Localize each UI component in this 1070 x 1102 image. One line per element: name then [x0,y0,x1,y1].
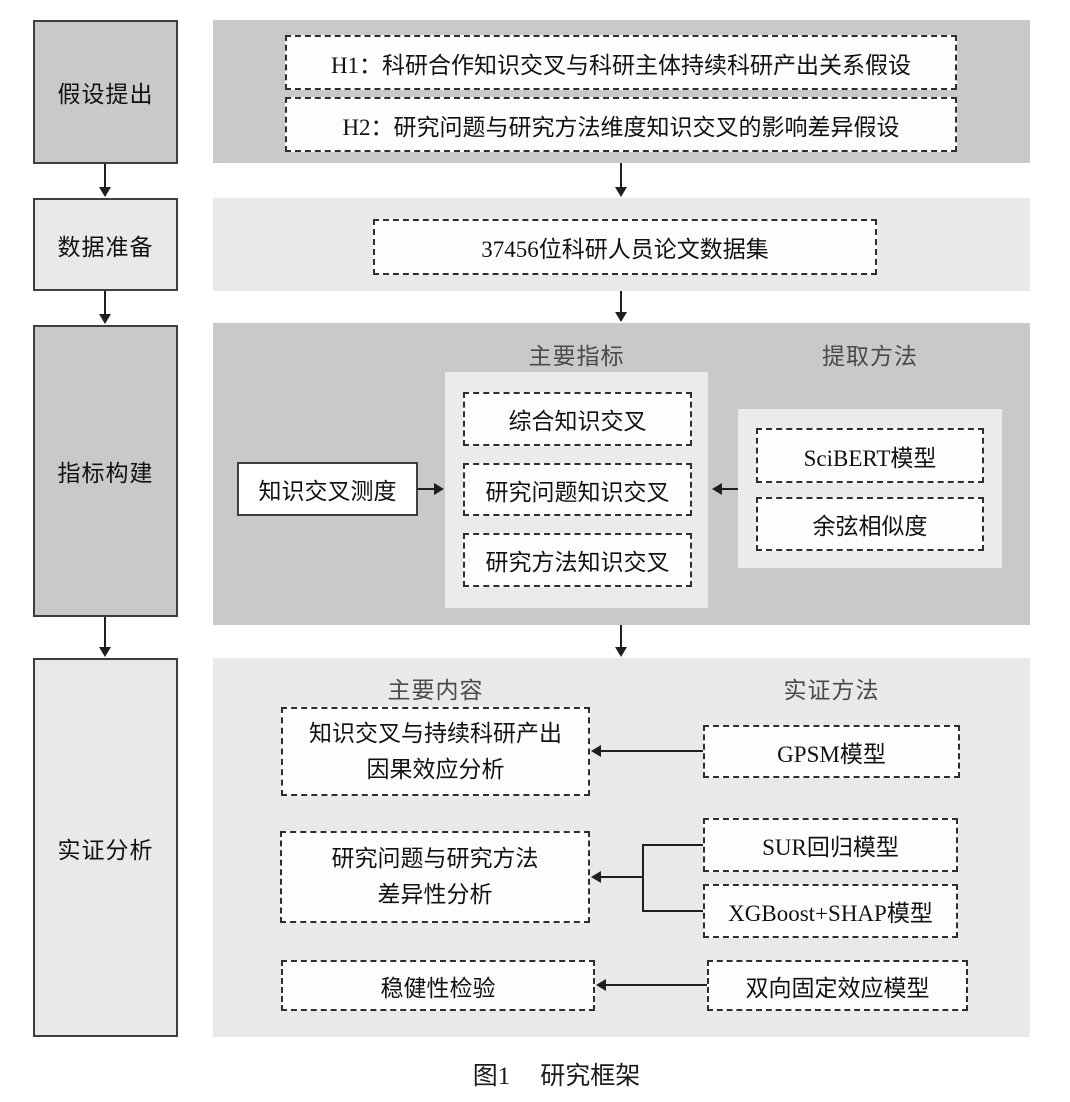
stage-label: 数据准备 [57,234,154,260]
figure-caption-prefix: 图1 [472,1063,511,1090]
down-arrow-line [620,163,622,187]
left-arrow-line [722,488,738,490]
empirical-panel-header-main: 主要内容 [387,678,484,703]
content-line: 差异性分析 [377,882,493,907]
hypothesis-h1-box: H1：科研合作知识交叉与科研主体持续科研产出关系假设 [285,35,957,90]
content-line: 因果效应分析 [366,756,505,782]
knowledge-cross-measure-box: 知识交叉测度 [237,462,418,516]
down-arrow-icon [99,647,111,657]
down-arrow-icon [99,187,111,197]
dataset-label: 37456位科研人员论文数据集 [481,237,769,262]
two-way-fixed-effects-box: 双向固定效应模型 [707,960,968,1011]
down-arrow-line [104,164,106,187]
indicator-panel-header-main: 主要指标 [528,344,625,369]
left-arrow-icon [596,979,606,991]
stage-indicator-construction: 指标构建 [33,325,178,617]
method-label: SUR回归模型 [762,835,899,860]
method-label: SciBERT模型 [803,445,937,471]
cosine-similarity-box: 余弦相似度 [756,497,984,551]
left-arrow-line [606,984,707,986]
indicator-box-method: 研究方法知识交叉 [463,533,692,587]
right-arrow-line [418,488,434,490]
left-arrow-icon [591,745,601,757]
indicator-label: 研究方法知识交叉 [485,550,670,575]
measure-label: 知识交叉测度 [258,479,397,504]
down-arrow-line [620,625,622,647]
down-arrow-line [104,617,106,647]
down-arrow-icon [99,314,111,324]
down-arrow-icon [615,187,627,197]
bracket-bottom-line [643,910,703,912]
down-arrow-icon [615,312,627,322]
indicator-box-question: 研究问题知识交叉 [463,463,692,516]
down-arrow-line [620,291,622,312]
left-arrow-line [601,876,642,878]
method-label: 双向固定效应模型 [745,975,930,1001]
indicator-label: 研究问题知识交叉 [485,479,670,505]
indicator-panel-header-method: 提取方法 [822,344,918,369]
content-line: 研究问题与研究方法 [331,846,539,872]
hypothesis-h1-label: H1：科研合作知识交叉与科研主体持续科研产出关系假设 [330,52,912,78]
left-arrow-icon [591,871,601,883]
stage-label: 假设提出 [57,82,154,107]
empirical-panel-header-method: 实证方法 [783,678,880,703]
stage-data-preparation: 数据准备 [33,198,178,291]
bracket-vertical-line [642,844,644,912]
content-line: 知识交叉与持续科研产出 [309,720,562,746]
scibert-box: SciBERT模型 [756,428,984,483]
content-box-robustness-test: 稳健性检验 [281,960,595,1011]
method-label: 余弦相似度 [812,514,928,539]
figure-caption: 图1 研究框架 [43,1056,1070,1092]
content-box-causal-effect: 知识交叉与持续科研产出 因果效应分析 [281,707,590,796]
content-box-difference-analysis: 研究问题与研究方法 差异性分析 [280,831,590,923]
down-arrow-icon [615,647,627,657]
sur-model-box: SUR回归模型 [703,818,958,872]
stage-label: 指标构建 [57,461,154,486]
method-label: GPSM模型 [777,741,886,767]
indicator-label: 综合知识交叉 [508,409,647,434]
stage-hypothesis: 假设提出 [33,20,178,164]
stage-empirical-analysis: 实证分析 [33,658,178,1037]
dataset-box: 37456位科研人员论文数据集 [373,219,877,275]
left-arrow-icon [712,483,722,495]
content-line: 稳健性检验 [380,975,496,1001]
indicator-box-overall: 综合知识交叉 [463,392,692,446]
xgboost-shap-model-box: XGBoost+SHAP模型 [703,884,958,938]
gpsm-model-box: GPSM模型 [703,725,960,778]
left-arrow-line [601,750,703,752]
method-label: XGBoost+SHAP模型 [728,901,933,926]
bracket-top-line [643,844,703,846]
hypothesis-h2-box: H2：研究问题与研究方法维度知识交叉的影响差异假设 [285,97,957,152]
figure-caption-title: 研究框架 [540,1063,641,1090]
right-arrow-icon [434,483,444,495]
hypothesis-h2-label: H2：研究问题与研究方法维度知识交叉的影响差异假设 [342,114,900,140]
stage-label: 实证分析 [57,837,154,863]
down-arrow-line [104,291,106,314]
